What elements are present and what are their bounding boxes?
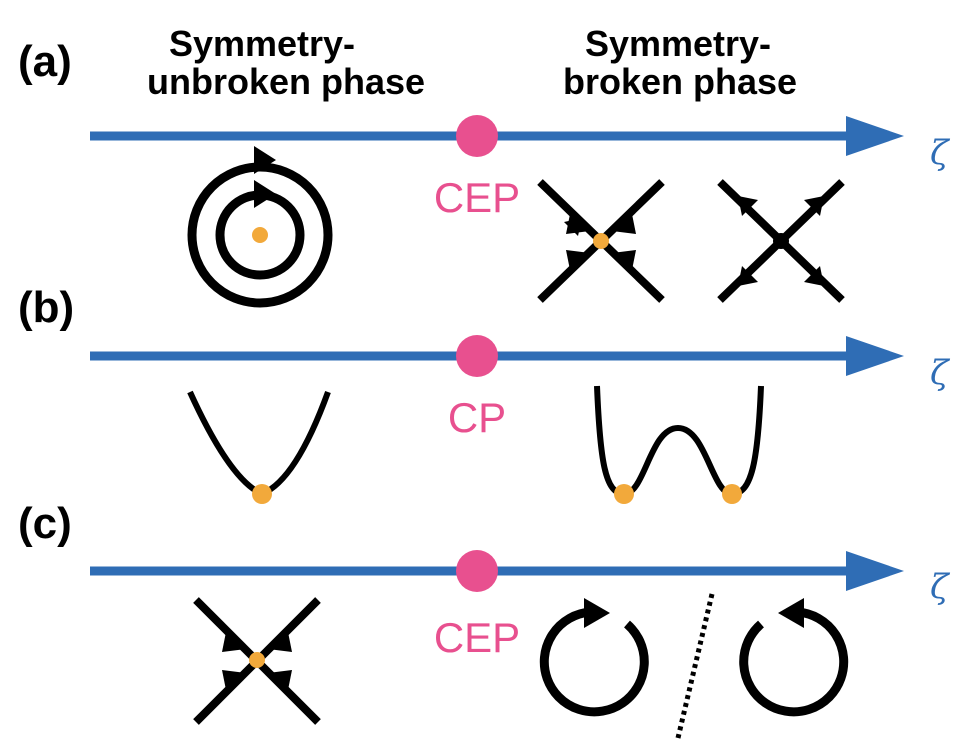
panel-c-axis-label: ζ: [930, 567, 951, 607]
double-well-potential-icon: [594, 385, 764, 504]
panel-b: (b) ζ CP: [18, 283, 951, 504]
panel-c: (c) ζ CEP: [18, 499, 951, 739]
panel-c-critical-label: CEP: [434, 614, 520, 661]
panel-b-axis-arrowhead: [846, 336, 904, 376]
panel-a: (a) ζ CEP: [18, 37, 951, 308]
panel-a-critical-label: CEP: [434, 174, 520, 221]
panel-a-critical-point: [456, 115, 498, 157]
stable-spiral-icon: [187, 146, 333, 308]
clockwise-limit-cycle-icon: [539, 598, 649, 717]
panel-a-axis-label: ζ: [930, 133, 951, 173]
counterclockwise-limit-cycle-icon: [739, 598, 849, 717]
panel-a-label: (a): [18, 37, 72, 86]
panel-b-critical-point: [456, 335, 498, 377]
panel-a-axis-arrowhead: [846, 116, 904, 156]
panel-b-critical-label: CP: [448, 394, 506, 441]
unbroken-phase-label-line2: unbroken phase: [147, 61, 425, 102]
panel-b-label: (b): [18, 283, 74, 332]
broken-phase-label-line1: Symmetry-: [585, 23, 771, 64]
panel-c-label: (c): [18, 499, 72, 548]
saddle-point-icon: [193, 597, 321, 725]
panel-c-axis-arrowhead: [846, 551, 904, 591]
broken-phase-label-line2: broken phase: [563, 61, 797, 102]
saddle-point-icon: [537, 179, 665, 303]
panel-c-critical-point: [456, 550, 498, 592]
header: Symmetry- unbroken phase Symmetry- broke…: [147, 23, 797, 102]
single-well-potential-icon: [187, 390, 331, 504]
panel-b-axis-label: ζ: [930, 353, 951, 393]
separator-dashed-line: [675, 593, 715, 739]
unbroken-phase-label-line1: Symmetry-: [169, 23, 355, 64]
unstable-node-icon: [717, 179, 845, 303]
